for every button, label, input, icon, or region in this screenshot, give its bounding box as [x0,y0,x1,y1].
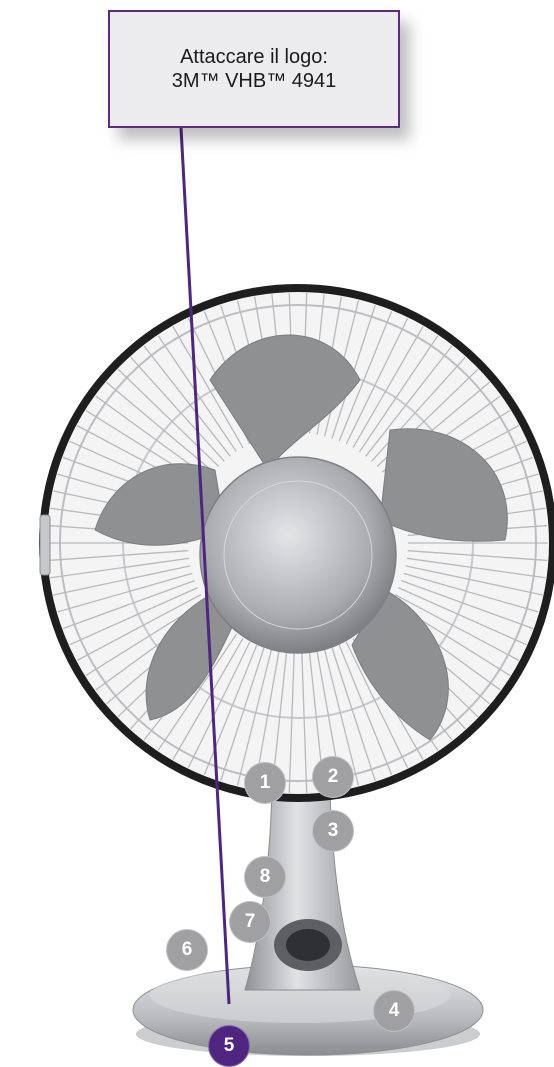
marker-8[interactable]: 8 [244,856,286,898]
marker-4[interactable]: 4 [373,990,415,1032]
callout-line-2: 3M™ VHB™ 4941 [172,69,337,93]
callout-line-1: Attaccare il logo: [172,45,337,69]
marker-5[interactable]: 5 [208,1025,250,1067]
marker-1[interactable]: 1 [244,762,286,804]
marker-7[interactable]: 7 [229,901,271,943]
marker-6[interactable]: 6 [166,929,208,971]
logo-callout-box: Attaccare il logo: 3M™ VHB™ 4941 [108,10,400,128]
marker-2[interactable]: 2 [312,756,354,798]
marker-3[interactable]: 3 [312,810,354,852]
guard-clip [40,515,50,575]
callout-text: Attaccare il logo: 3M™ VHB™ 4941 [172,45,337,93]
fan-hub [200,457,396,653]
